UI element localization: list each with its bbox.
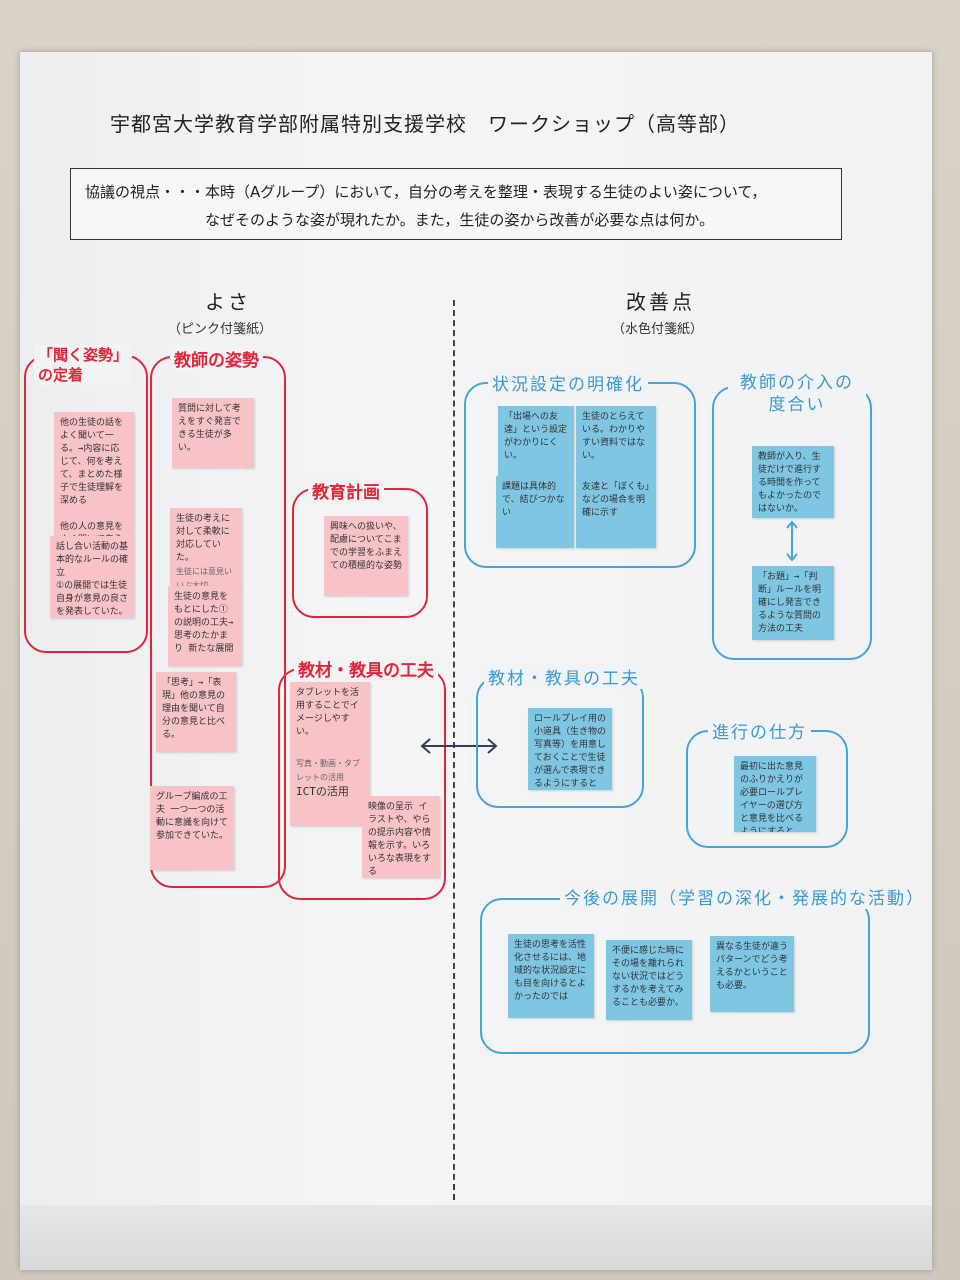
sticky-note-pink: 質問に対して考えをすぐ発言できる生徒が多い。 — [172, 398, 254, 468]
group-label-materials-left: 教材・教具の工夫 — [294, 656, 438, 681]
group-label-future: 今後の展開（学習の深化・発展的な活動） — [560, 884, 929, 909]
group-label-materials-right: 教材・教具の工夫 — [484, 664, 644, 689]
sticky-note-blue: 「お題」→「判断」ルールを明確にし発言できるような質問の方法の工夫 — [752, 566, 834, 640]
sticky-note-pink: 話し合い活動の基本的なルールの確立 ①の展開では生徒自身が意見の良さを発表してい… — [50, 536, 134, 618]
sticky-note-blue: 生徒の思考を活性化させるには、地域的な状況設定にも目を向けるとよかったのでは — [508, 934, 594, 1018]
sticky-note-blue: 友達と「ぼくも」などの場合を明確に示す — [576, 476, 656, 548]
sticky-note-pink: 他の生徒の話をよく聞いて一る。→内容に応じて、何を考えて、まとめた様子で生徒理解… — [54, 412, 134, 536]
sticky-note-blue: 教師が入り、生徒だけで進行する時間を作ってもよかったのではないか。 — [752, 446, 834, 518]
right-section-heading: 改善点 — [626, 290, 695, 314]
sticky-note-pink: 「思考」→「表現」他の意見の理由を聞いて自分の意見と比べる。 — [156, 672, 236, 752]
poster-title: 宇都宮大学教育学部附属特別支援学校 ワークショップ（高等部） — [110, 112, 740, 136]
left-section-subheading: （ピンク付箋紙） — [168, 322, 273, 337]
group-label-progress: 進行の仕方 — [708, 718, 811, 743]
left-section-heading: よさ — [205, 290, 251, 314]
sticky-note-pink: 生徒の意見をもとにした①の説明の工夫→思考のたかまり 新たな展開 — [168, 586, 242, 666]
sticky-note-pink: 興味への扱いや、配慮についてこまでの学習をふまえての積極的な姿勢 — [324, 516, 408, 596]
vertical-double-arrow-icon — [786, 520, 798, 562]
group-label-teacher-attitude: 教師の姿勢 — [170, 346, 263, 371]
group-label-situation: 状況設定の明確化 — [488, 370, 648, 395]
sticky-note-pink: タブレットを活用することでイメージしやすい。 — [290, 682, 370, 752]
sticky-note-pink: 映像の呈示 イラストや、やらの提示内容や情報を示す。いろいろな表現をする — [362, 796, 440, 878]
sticky-note-blue: 不便に感じた時にその場を離れられない状況ではどうするかを考えてみることも必要か。 — [606, 940, 692, 1020]
sticky-note-pink: グループ編成の工夫 一つ一つの活動に意識を向けて参加できていた。 — [150, 786, 234, 870]
sticky-note-blue: 異なる生徒が違うパターンでどう考えるかということも必要。 — [710, 936, 794, 1012]
double-arrow-icon — [420, 738, 498, 754]
group-label-intervention: 教師の介入の度合い — [728, 372, 866, 416]
center-divider — [453, 300, 455, 1200]
discussion-prompt-box: 協議の視点・・・本時（Aグループ）において，自分の考えを整理・表現する生徒のよい… — [70, 168, 842, 240]
sticky-note-blue: 課題は具体的で、結びつかない — [496, 476, 574, 548]
paper-fold — [20, 1205, 932, 1270]
group-label-plan: 教育計画 — [308, 478, 384, 503]
sticky-note-pink: 生徒の考えに対して柔軟に対応していた。 生徒には意見いいぶ大切 — [170, 508, 242, 586]
sticky-note-blue: 「出場への友達」という設定がわかりにくい。 — [498, 406, 574, 476]
sticky-note-pink: 写真・動画・タブレットの活用 ICTの活用 — [290, 752, 370, 826]
sticky-note-blue: 最初に出た意見のふりかえりが必要ロールプレイヤーの選び方と意見を比べるようにする… — [734, 756, 816, 832]
group-label-listening: 「聞く姿勢」の定着 — [34, 345, 132, 385]
right-section-subheading: （水色付箋紙） — [612, 322, 704, 337]
prompt-line-2: なぜそのような姿が現れたか。また，生徒の姿から改善が必要な点は何か。 — [205, 211, 715, 229]
sticky-note-blue: 生徒のとらえている。わかりやすい資料ではない。 — [576, 406, 656, 476]
prompt-line-1: 協議の視点・・・本時（Aグループ）において，自分の考えを整理・表現する生徒のよい… — [85, 183, 767, 201]
sticky-note-blue: ロールプレイ用の小道具（生き物の写真等）を用意しておくことで生徒が選んで表現でき… — [528, 708, 612, 790]
